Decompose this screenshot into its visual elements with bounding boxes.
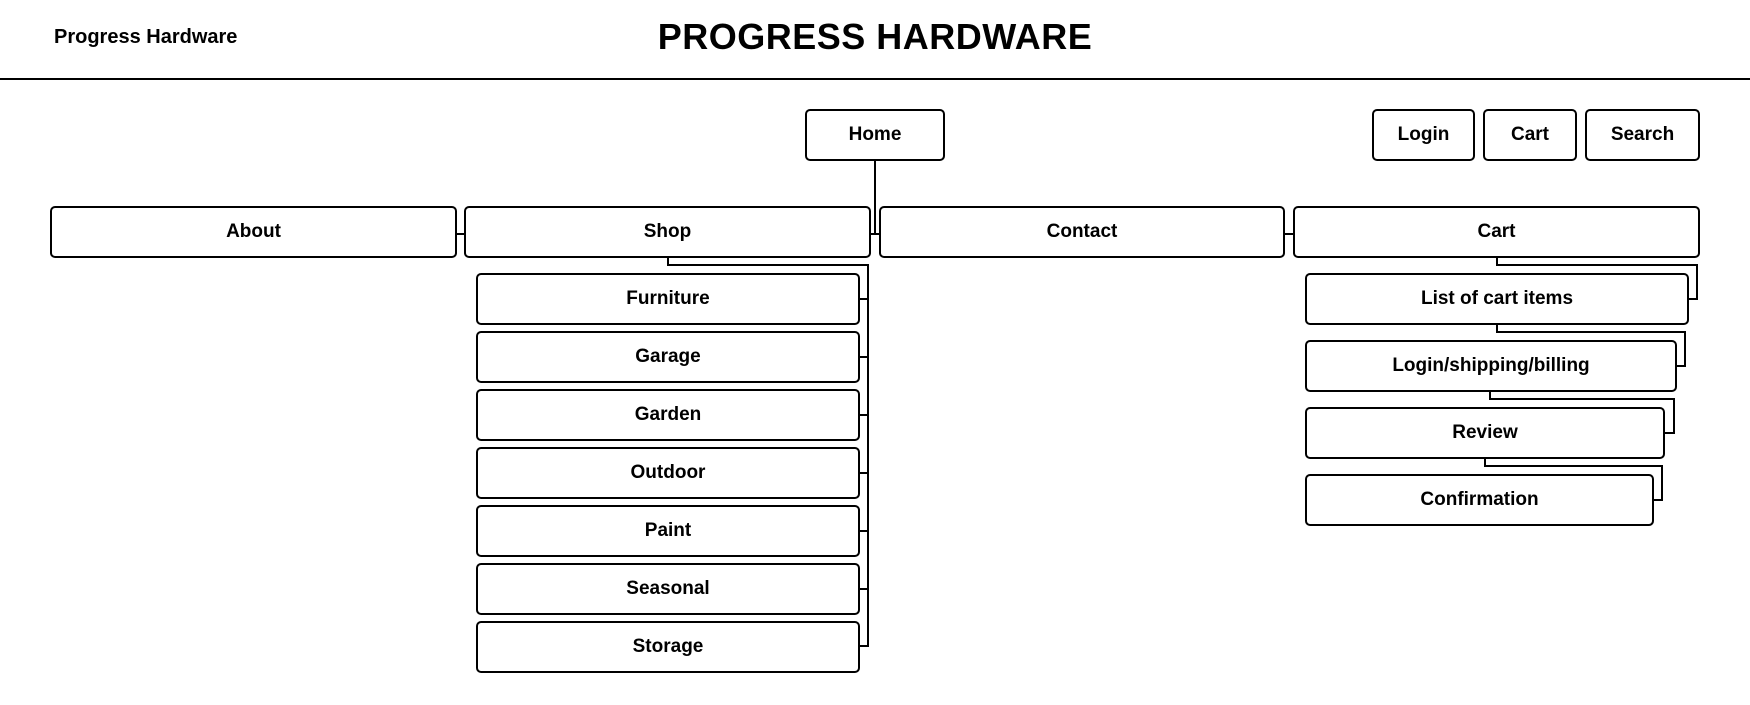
page-title: PROGRESS HARDWARE — [657, 16, 1093, 57]
shop-item-furniture[interactable]: Furniture — [476, 273, 860, 325]
connector-cart-step2 — [1496, 324, 1686, 367]
section-contact[interactable]: Contact — [879, 206, 1285, 258]
connector-shop-spine — [667, 256, 869, 647]
cart-step-list-items[interactable]: List of cart items — [1305, 273, 1689, 325]
shop-item-garage[interactable]: Garage — [476, 331, 860, 383]
shop-item-storage[interactable]: Storage — [476, 621, 860, 673]
cart-step-confirmation[interactable]: Confirmation — [1305, 474, 1654, 526]
connector-cart-step1 — [1496, 256, 1698, 300]
cart-button[interactable]: Cart — [1483, 109, 1577, 161]
cart-step-review[interactable]: Review — [1305, 407, 1665, 459]
login-button[interactable]: Login — [1372, 109, 1475, 161]
home-node[interactable]: Home — [805, 109, 945, 161]
shop-item-seasonal[interactable]: Seasonal — [476, 563, 860, 615]
brand-label: Progress Hardware — [54, 26, 238, 48]
section-shop[interactable]: Shop — [464, 206, 871, 258]
connector-cart-step3 — [1489, 391, 1675, 434]
shop-item-paint[interactable]: Paint — [476, 505, 860, 557]
cart-step-login-shipping-billing[interactable]: Login/shipping/billing — [1305, 340, 1677, 392]
connector-cart-step4 — [1484, 458, 1663, 501]
section-cart[interactable]: Cart — [1293, 206, 1700, 258]
shop-item-outdoor[interactable]: Outdoor — [476, 447, 860, 499]
search-button[interactable]: Search — [1585, 109, 1700, 161]
shop-item-garden[interactable]: Garden — [476, 389, 860, 441]
section-about[interactable]: About — [50, 206, 457, 258]
header-divider — [0, 78, 1750, 80]
